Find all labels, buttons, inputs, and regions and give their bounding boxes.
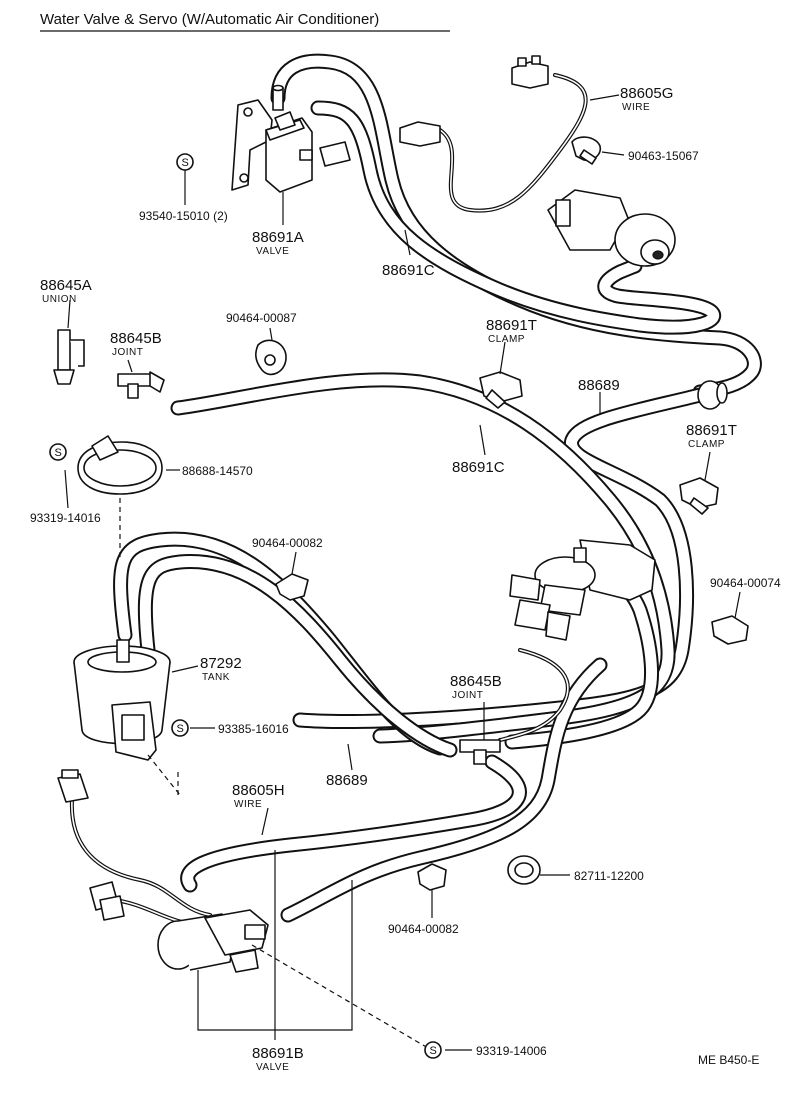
s-symbol-label: S — [182, 157, 189, 169]
label-88691a-desc: VALVE — [256, 246, 289, 257]
valve-88691b-drawing[interactable] — [157, 909, 269, 973]
part-labels: 88605G WIRE 90463-15067 93540-15010 (2) … — [30, 85, 781, 1073]
water-valve-servo-center[interactable] — [509, 539, 656, 641]
label-88645a-number[interactable]: 88645A — [40, 277, 92, 294]
label-88605h-desc: WIRE — [234, 799, 262, 810]
clamp-88691t-top-drawing[interactable] — [479, 371, 523, 409]
label-90464-00074[interactable]: 90464-00074 — [710, 576, 781, 590]
label-88691b-desc: VALVE — [256, 1062, 289, 1073]
tank-87292-drawing[interactable] — [73, 639, 171, 761]
s-symbol-circle — [171, 719, 189, 737]
s-symbol-circle — [424, 1041, 442, 1059]
label-90464-00082-top[interactable]: 90464-00082 — [252, 536, 323, 550]
label-88645b-bottom-desc: JOINT — [452, 690, 483, 701]
label-90463-15067[interactable]: 90463-15067 — [628, 149, 699, 163]
label-88645b-bottom-number[interactable]: 88645B — [450, 673, 502, 690]
clip-90464-00074-drawing[interactable] — [711, 615, 749, 645]
wires — [69, 73, 588, 927]
s-symbol-label: S — [430, 1045, 437, 1057]
label-93540-15010[interactable]: 93540-15010 (2) — [139, 209, 228, 223]
footer-code: ME B450-E — [698, 1053, 759, 1067]
diagram-title: Water Valve & Servo (W/Automatic Air Con… — [40, 11, 379, 28]
label-88691t-right-number[interactable]: 88691T — [686, 422, 737, 439]
label-88689-right[interactable]: 88689 — [578, 377, 620, 394]
label-88691c-top[interactable]: 88691C — [382, 262, 435, 279]
s-symbols: S S S S — [49, 153, 442, 1059]
joint-88645b-bottom-drawing[interactable] — [459, 739, 501, 765]
leader-lines — [64, 94, 741, 1051]
label-88645a-desc: UNION — [42, 294, 77, 305]
s-symbol-label: S — [177, 723, 184, 735]
label-88645b-top-number[interactable]: 88645B — [110, 330, 162, 347]
clamp-82711-12200-drawing[interactable] — [507, 855, 541, 885]
valve-88691a-drawing[interactable] — [231, 84, 351, 193]
s-symbol-circle — [176, 153, 194, 171]
label-88605g-desc: WIRE — [622, 102, 650, 113]
servo-motor-top[interactable] — [547, 189, 676, 267]
hoses — [113, 53, 762, 923]
joint-88645b-top-drawing[interactable] — [117, 371, 165, 399]
s-symbol-label: S — [55, 447, 62, 459]
label-88645b-top-desc: JOINT — [112, 347, 143, 358]
label-87292-desc: TANK — [202, 672, 230, 683]
label-88691b-number[interactable]: 88691B — [252, 1045, 304, 1062]
label-90464-00082-bottom[interactable]: 90464-00082 — [388, 922, 459, 936]
label-93385-16016[interactable]: 93385-16016 — [218, 722, 289, 736]
label-82711-12200[interactable]: 82711-12200 — [574, 869, 644, 883]
union-88645a-drawing[interactable] — [53, 329, 85, 385]
label-93319-14006[interactable]: 93319-14006 — [476, 1044, 547, 1058]
dashed-reference-lines — [119, 498, 429, 1049]
label-88605g-number[interactable]: 88605G — [620, 85, 673, 102]
label-88605h-number[interactable]: 88605H — [232, 782, 285, 799]
grommet-right[interactable] — [697, 380, 728, 410]
label-90464-00087[interactable]: 90464-00087 — [226, 311, 297, 325]
label-88691t-top-number[interactable]: 88691T — [486, 317, 537, 334]
label-88691a-number[interactable]: 88691A — [252, 229, 304, 246]
label-87292-number[interactable]: 87292 — [200, 655, 242, 672]
label-88689-bottom[interactable]: 88689 — [326, 772, 368, 789]
label-88691t-right-desc: CLAMP — [688, 439, 725, 450]
label-93319-14016[interactable]: 93319-14016 — [30, 511, 101, 525]
label-88691c-middle[interactable]: 88691C — [452, 459, 505, 476]
clip-90464-00082-bottom-drawing[interactable] — [417, 863, 447, 891]
label-88691t-top-desc: CLAMP — [488, 334, 525, 345]
clamp-90463-15067-drawing[interactable] — [571, 136, 602, 165]
clip-90464-00087-drawing[interactable] — [255, 339, 287, 376]
clamp-88691t-right-drawing[interactable] — [679, 477, 719, 515]
wire-88605g — [438, 73, 588, 213]
band-88688-14570-drawing[interactable] — [77, 435, 163, 495]
connector-88605h[interactable] — [57, 769, 125, 921]
s-symbol-circle — [49, 443, 67, 461]
connector-88605g[interactable] — [399, 55, 549, 147]
label-88688-14570[interactable]: 88688-14570 — [182, 464, 253, 478]
